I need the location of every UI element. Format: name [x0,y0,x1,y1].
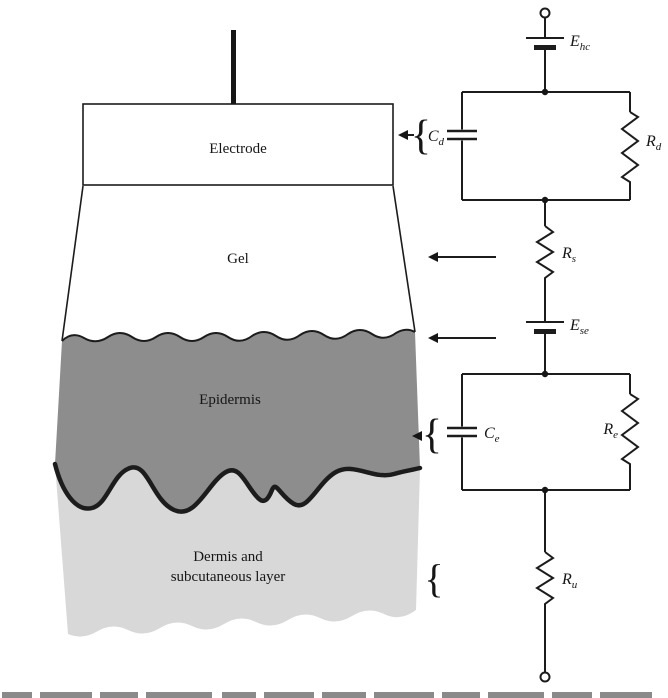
electrode-label: Electrode [209,141,267,157]
resistor-Rs [535,225,555,284]
label-Ce-sub: e [495,433,500,445]
label-Ru: Ru [561,571,578,591]
label-Cd: Cd [428,128,445,148]
label-Ese-sub: se [580,325,589,337]
caption-fragment [264,692,314,698]
caption-fragment [600,692,652,698]
resistor-Re [620,393,640,470]
label-Rd-main: R [645,133,656,150]
label-Cd-sub: d [439,136,445,148]
node-dot-bottom2 [541,486,549,494]
label-Ehc: Ehc [569,33,590,53]
arrow-to-epidermis [412,431,422,441]
arrowhead-interface [428,333,438,343]
caption-fragment [40,692,92,698]
node-dot-bottom1 [541,196,549,204]
epidermis-region [55,329,420,512]
equivalent-circuit: { { { Ehc Cd Rd Rs Ese Ce Re Ru [398,7,662,683]
caption-fragment [322,692,366,698]
caption-fragment [488,692,544,698]
node-dot-top2 [541,370,549,378]
label-Ru-main: R [561,571,572,588]
caption-fragment [222,692,256,698]
label-Ru-sub: u [572,579,578,591]
caption-fragment [146,692,212,698]
label-Rs-main: R [561,245,572,262]
label-Rd: Rd [645,133,662,153]
label-Rd-sub: d [656,141,662,153]
dermis-label-line1: Dermis and [193,549,263,565]
label-Ce: Ce [484,425,500,445]
label-Rs-sub: s [572,253,576,265]
top-terminal [539,7,551,19]
label-Re-sub: e [613,429,618,441]
epidermis-label: Epidermis [199,392,261,408]
caption-fragment [100,692,138,698]
arrow-to-gel-skin-interface [428,333,496,343]
arrow-to-electrode [398,130,414,140]
dermis-label-line2: subcutaneous layer [171,569,286,585]
capacitor-Cd-plates [447,129,477,141]
label-Ehc-sub: hc [580,41,591,53]
label-Rs: Rs [561,245,576,265]
dermis-region [55,464,420,637]
capacitor-Ce-plates [447,426,477,438]
brace-dermis-level: { [424,556,443,601]
caption-fragment [374,692,434,698]
resistor-Rd [620,111,640,188]
electrode-body [82,103,394,186]
brace-epidermis-level: { [422,412,442,458]
caption-fragment [2,692,32,698]
arrowhead-epidermis [412,431,422,441]
caption-fragment [552,692,592,698]
gel-epidermis-boundary [61,328,416,343]
bottom-terminal [539,671,551,683]
label-Ehc-main: E [569,33,580,50]
cropped-caption [2,692,652,698]
arrow-to-gel [428,252,496,262]
gel-label: Gel [227,251,249,267]
label-Ese: Ese [569,317,589,337]
label-Ce-main: C [484,425,495,442]
epidermis-dermis-boundary [52,461,423,514]
label-Re-main: R [602,421,613,438]
resistor-Ru [535,551,555,612]
label-Re: Re [602,421,618,441]
node-dot-top1 [541,88,549,96]
label-Cd-main: C [428,128,439,145]
label-Ese-main: E [569,317,580,334]
arrowhead-gel [428,252,438,262]
gel-region [62,186,415,344]
skin-cross-section: Electrode Gel Epidermis Dermis and subcu… [52,30,423,637]
caption-fragment [442,692,480,698]
gel-right-edge [392,185,416,333]
brace-electrode-level: { [411,113,431,159]
lead-wire [231,30,236,104]
gel-left-edge [61,185,84,342]
arrowhead-electrode [398,130,408,140]
